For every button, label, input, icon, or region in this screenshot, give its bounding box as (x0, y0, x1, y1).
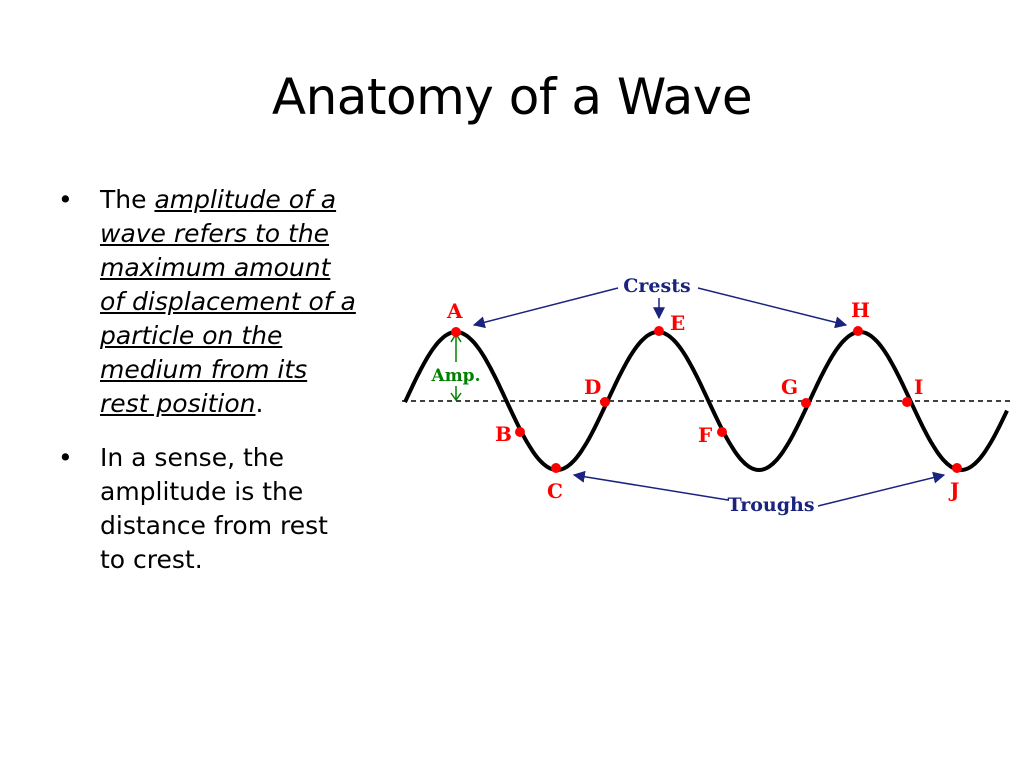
point-f: F (698, 423, 727, 447)
point-i-label: I (914, 375, 923, 399)
bullet-prefix: The (100, 185, 155, 214)
point-d-dot (600, 397, 610, 407)
bullet-suffix: . (255, 389, 264, 418)
amplitude-arrowhead-down (450, 392, 462, 402)
point-d-label: D (584, 375, 601, 399)
point-a-dot (451, 327, 461, 337)
bullet-text: In a sense, the amplitude is the distanc… (100, 443, 328, 574)
point-c-label: C (547, 479, 563, 503)
point-b-dot (515, 427, 525, 437)
point-h-dot (853, 326, 863, 336)
bullet-marker: • (58, 185, 73, 214)
point-e-label: E (670, 311, 685, 335)
point-a: A (446, 299, 463, 337)
troughs-label: Troughs (727, 494, 814, 516)
point-b-label: B (495, 422, 512, 446)
point-c: C (547, 463, 563, 503)
point-j-label: J (948, 478, 959, 502)
wave-curve (403, 330, 1009, 473)
wave-diagram: Crests Troughs Amp. A B C D E F G H (402, 275, 1010, 516)
bullet-list: • The amplitude of a wave refers to the m… (58, 183, 358, 577)
point-c-dot (551, 463, 561, 473)
point-i: I (902, 375, 923, 407)
amplitude-label: Amp. (431, 366, 481, 386)
point-f-dot (717, 427, 727, 437)
point-d: D (584, 375, 610, 407)
bullet-marker: • (58, 443, 73, 472)
point-g-dot (801, 398, 811, 408)
point-b: B (495, 422, 525, 446)
troughs-arrow-left (572, 470, 729, 501)
troughs-arrow-right (817, 471, 946, 507)
point-f-label: F (698, 423, 712, 447)
crests-arrow-right (697, 287, 848, 329)
point-g-label: G (781, 375, 798, 399)
point-i-dot (902, 397, 912, 407)
slide-title: Anatomy of a Wave (271, 68, 753, 126)
point-h-label: H (851, 298, 870, 322)
bullet-amplitude-definition: • The amplitude of a wave refers to the m… (58, 183, 358, 421)
bullet-amplitude-sense: • In a sense, the amplitude is the distan… (58, 441, 358, 577)
point-j: J (948, 463, 962, 502)
crests-arrow-left (472, 287, 619, 329)
amplitude-definition-emphasis: amplitude of a wave refers to the maximu… (100, 185, 356, 418)
point-e: E (654, 311, 685, 336)
point-g: G (781, 375, 811, 408)
point-j-dot (952, 463, 962, 473)
point-a-label: A (446, 299, 463, 323)
point-h: H (851, 298, 870, 336)
point-e-dot (654, 326, 664, 336)
crests-label: Crests (623, 275, 690, 297)
